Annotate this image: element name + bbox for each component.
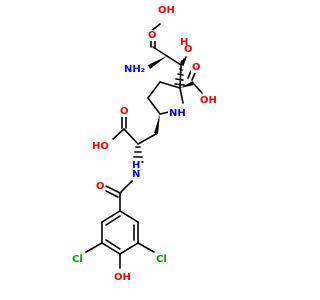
atom-label-side-cooh-o: O — [120, 106, 129, 117]
bond — [119, 210, 139, 223]
atom-label-ring-cooh-o: O — [192, 62, 201, 73]
bond-layer — [85, 23, 203, 269]
bond-aromatic — [105, 215, 121, 226]
bond — [192, 82, 203, 94]
label-knockout — [113, 272, 132, 283]
bond — [152, 46, 168, 57]
bond-double — [103, 189, 119, 198]
bond — [85, 242, 103, 253]
bond — [166, 55, 182, 66]
bond — [137, 133, 157, 145]
label-knockout — [71, 254, 84, 265]
label-knockout — [147, 30, 158, 41]
atom-label-side-cooh-ho: HO — [92, 141, 109, 152]
label-knockout — [119, 106, 130, 117]
bond-aromatic — [105, 239, 121, 250]
atom-label-hydroxyl-o: O — [184, 44, 193, 55]
label-knockout — [191, 62, 202, 73]
atom-label-phenol-oh: OH — [114, 272, 131, 283]
atom-label-ring-nh: NH — [169, 108, 186, 119]
wedge-bond — [148, 56, 167, 69]
bond — [123, 128, 139, 145]
label-knockout — [168, 108, 187, 119]
label-knockout — [123, 64, 147, 75]
bond-double — [191, 72, 196, 81]
label-knockout — [131, 169, 142, 180]
bond-double — [105, 185, 121, 194]
bond — [119, 180, 133, 194]
wedge-bond — [154, 114, 160, 134]
atom-label-top-cooh-oh: OH — [158, 5, 175, 16]
label-knockout — [157, 5, 176, 16]
atom-label-hydroxyl-h: H — [180, 37, 188, 48]
atom-label-cl-left: Cl — [72, 254, 83, 265]
bond — [101, 210, 121, 223]
bond — [137, 242, 155, 253]
bond — [119, 242, 139, 255]
molecule-structure: OH O NH₂ O H OH O NH O HO N H O Cl Cl OH — [71, 5, 218, 283]
atom-label-layer: OH O NH₂ O H OH O NH O HO N H O Cl Cl OH — [72, 5, 217, 283]
label-knockout — [179, 37, 190, 48]
label-knockout — [131, 160, 142, 171]
hashed-bond — [180, 56, 187, 66]
bond — [179, 64, 182, 89]
bond — [147, 81, 161, 99]
bond — [101, 242, 121, 255]
bond — [179, 87, 184, 104]
structure-canvas: OH O NH₂ O H OH O NH O HO N H O Cl Cl OH — [71, 5, 218, 283]
atom-label-top-cooh-o: O — [148, 30, 157, 41]
bond — [147, 97, 161, 115]
label-knockout — [91, 141, 110, 152]
wedge-bond — [180, 81, 194, 88]
atom-label-amide-o: O — [96, 181, 105, 192]
label-knockout-layer — [71, 5, 218, 283]
atom-label-cl-right: Cl — [156, 254, 167, 265]
label-knockout — [199, 95, 218, 106]
bond — [159, 111, 170, 115]
label-knockout — [183, 44, 194, 55]
atom-label-amine: NH₂ — [124, 64, 145, 75]
bond — [112, 128, 125, 140]
atom-label-amide-n: N — [132, 169, 140, 180]
label-knockout — [95, 181, 106, 192]
bond-double — [187, 70, 192, 79]
atom-label-amide-h: H — [132, 160, 140, 171]
atom-label-ring-cooh-oh: OH — [200, 95, 217, 106]
label-knockout — [155, 254, 168, 265]
bond — [159, 81, 181, 89]
